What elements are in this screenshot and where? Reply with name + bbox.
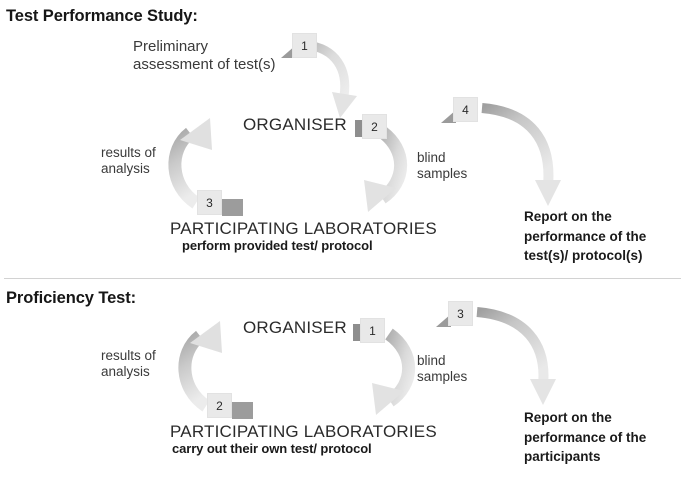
blind-samples-note-upper: blind samples xyxy=(417,150,468,182)
step-badge-3-upper[interactable]: 3 xyxy=(197,190,222,215)
arrow-step-2-lower xyxy=(178,321,222,412)
step-badge-3-upper-number: 3 xyxy=(206,195,213,210)
participating-laboratories-sub-lower: carry out their own test/ protocol xyxy=(172,441,372,456)
report-text-upper: Report on the performance of the test(s)… xyxy=(524,209,647,264)
blind-samples-note-lower: blind samples xyxy=(417,353,468,385)
step-badge-2-upper[interactable]: 2 xyxy=(362,114,387,139)
badge-3-lower-tail xyxy=(436,314,451,327)
arrow-step-4-upper xyxy=(481,103,561,206)
section-divider xyxy=(4,278,681,279)
report-text-lower: Report on the performance of the partici… xyxy=(524,410,647,465)
results-of-analysis-note-upper: results of analysis xyxy=(101,145,156,177)
step-badge-1-upper[interactable]: 1 xyxy=(292,33,317,58)
participating-laboratories-sub-upper: perform provided test/ protocol xyxy=(182,238,373,253)
participating-laboratories-label-lower: PARTICIPATING LABORATORIES xyxy=(170,422,437,441)
step-badge-4-upper[interactable]: 4 xyxy=(453,97,478,122)
section-title-test-performance-study: Test Performance Study: xyxy=(6,7,198,25)
badge-3-upper-tail xyxy=(222,199,243,216)
preliminary-assessment-note: Preliminary assessment of test(s) xyxy=(133,38,276,74)
arrow-step-2-upper xyxy=(364,125,408,212)
arrow-step-3-lower xyxy=(476,307,556,405)
results-of-analysis-note-lower: results of analysis xyxy=(101,348,156,380)
arrow-step-3-upper xyxy=(168,118,212,209)
step-badge-4-upper-number: 4 xyxy=(462,102,469,117)
badge-1-lower-tail xyxy=(353,324,362,341)
step-badge-1-lower[interactable]: 1 xyxy=(360,318,385,343)
step-badge-2-lower[interactable]: 2 xyxy=(207,393,232,418)
badge-2-upper-tail xyxy=(355,120,364,137)
badge-4-upper-tail xyxy=(441,110,456,123)
step-badge-1-upper-number: 1 xyxy=(301,38,308,53)
participating-laboratories-label-upper: PARTICIPATING LABORATORIES xyxy=(170,219,437,238)
step-badge-1-lower-number: 1 xyxy=(369,323,376,338)
step-badge-2-lower-number: 2 xyxy=(216,398,223,413)
organiser-label-upper: ORGANISER xyxy=(243,115,347,134)
organiser-label-lower: ORGANISER xyxy=(243,318,347,337)
badge-2-lower-tail xyxy=(232,402,253,419)
section-title-proficiency-test: Proficiency Test: xyxy=(6,289,137,307)
arrow-step-1-lower xyxy=(372,328,416,415)
step-badge-3-lower[interactable]: 3 xyxy=(448,301,473,326)
step-badge-3-lower-number: 3 xyxy=(457,306,464,321)
step-badge-2-upper-number: 2 xyxy=(371,119,378,134)
